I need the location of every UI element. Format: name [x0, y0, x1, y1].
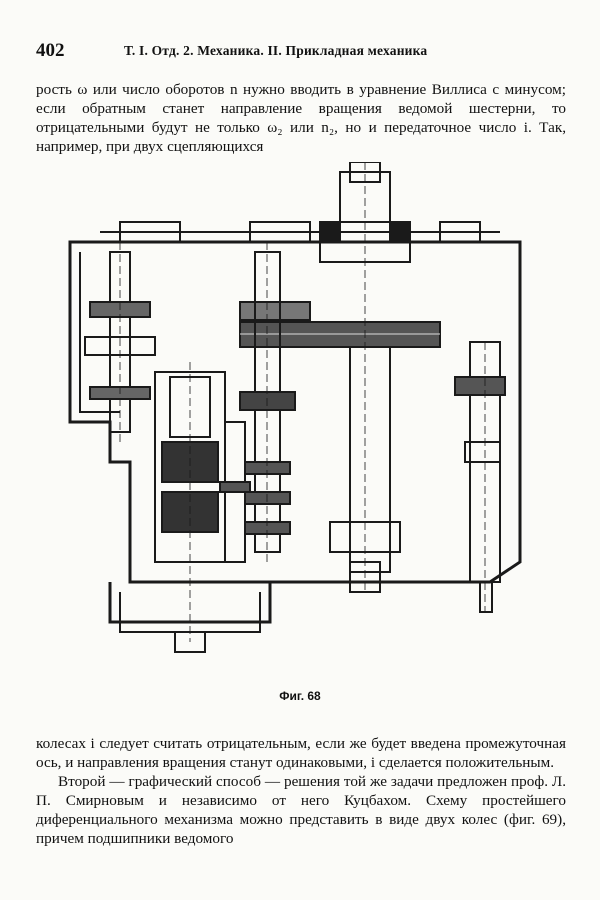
- figure-caption: Фиг. 68: [279, 689, 321, 703]
- paragraph-bottom-1: колесах i следует считать отрицательным,…: [36, 735, 566, 771]
- gearbox-cross-section-drawing-icon: [68, 162, 522, 653]
- paragraph-top: рость ω или число оборотов n нужно вводи…: [36, 81, 566, 155]
- top-text-block: рость ω или число оборотов n нужно вводи…: [36, 80, 566, 156]
- bottom-text-block: колесах i следует считать отрицательным,…: [36, 734, 566, 848]
- paragraph-bottom-2: Второй — графический способ — решения то…: [36, 773, 566, 847]
- running-head: Т. I. Отд. 2. Механика. II. Прикладная м…: [124, 43, 428, 58]
- page-number: 402: [36, 40, 65, 61]
- page-header: 402 Т. I. Отд. 2. Механика. II. Прикладн…: [36, 40, 566, 62]
- figure-68: [60, 162, 540, 672]
